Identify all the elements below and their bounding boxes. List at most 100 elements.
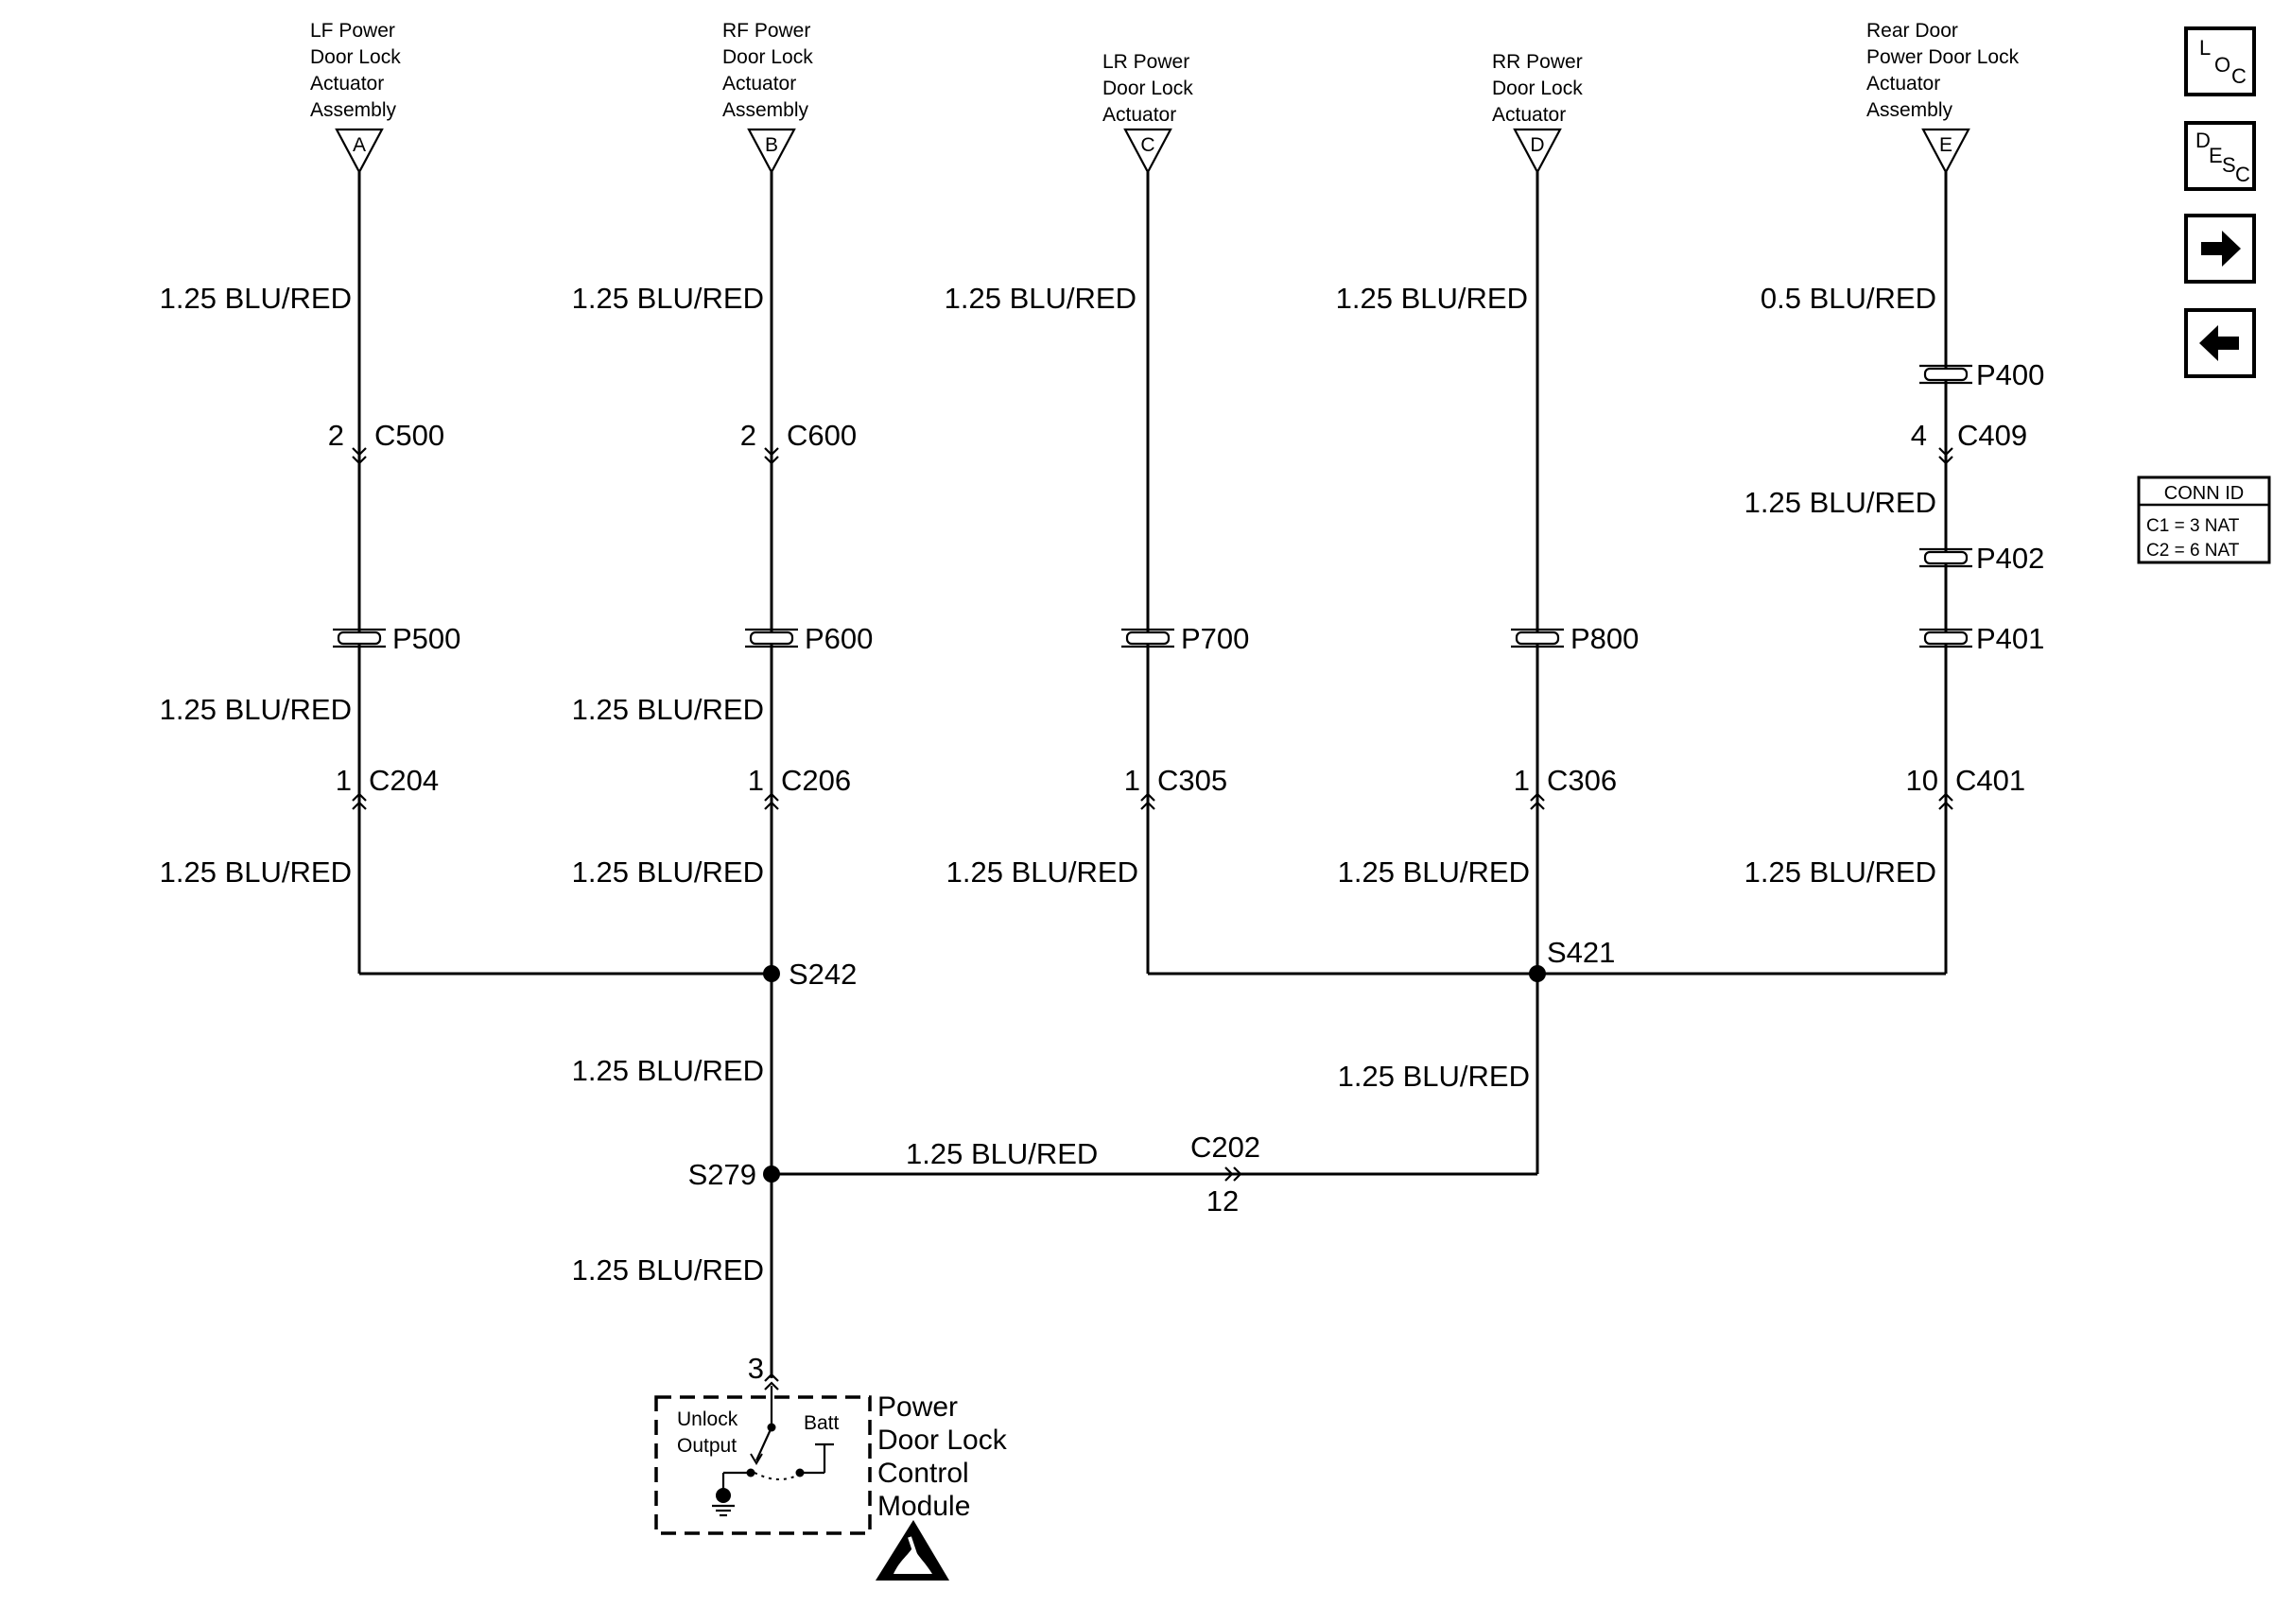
batt-label: Batt bbox=[804, 1412, 840, 1434]
wire-label: 1.25 BLU/RED bbox=[160, 855, 352, 889]
harness-tri bbox=[335, 128, 384, 175]
desc-letter: S bbox=[2222, 153, 2236, 177]
module-name-line: Door Lock bbox=[877, 1425, 1008, 1456]
description-button[interactable]: D E S C bbox=[2184, 121, 2256, 191]
wire-label: 1.25 BLU/RED bbox=[572, 282, 764, 315]
desc-letter: D bbox=[2195, 129, 2211, 152]
connector-id: C202 bbox=[1190, 1131, 1260, 1164]
desc-letter: C bbox=[2235, 163, 2250, 186]
connector-id: C500 bbox=[374, 419, 444, 452]
harness-letter: B bbox=[765, 134, 778, 156]
passthrough-p400: P400 bbox=[1917, 358, 2044, 391]
connector-pin: 10 bbox=[1906, 764, 1938, 797]
next-button[interactable] bbox=[2184, 214, 2256, 284]
wire-label: 1.25 BLU/RED bbox=[906, 1137, 1098, 1170]
harness-tri bbox=[747, 128, 796, 175]
connector-labels: 2 C500 2 C600 4 C409 1 C204 1 C206 1 C30… bbox=[328, 419, 2027, 1385]
passthrough-p401: P401 bbox=[1917, 622, 2044, 655]
component-label-line: Door Lock bbox=[1492, 78, 1583, 99]
wire-label: 1.25 BLU/RED bbox=[1338, 1060, 1530, 1093]
esd-warning-icon bbox=[876, 1520, 949, 1581]
description-icon: D E S C bbox=[2195, 129, 2250, 186]
harness-letter: E bbox=[1939, 134, 1952, 156]
loc-letter: C bbox=[2231, 64, 2247, 88]
splice-s421: S421 bbox=[1529, 936, 1615, 982]
splice-s242: S242 bbox=[763, 958, 857, 991]
passthrough-p600: P600 bbox=[743, 622, 873, 655]
connector-pin: 3 bbox=[748, 1352, 764, 1385]
wire-label: 1.25 BLU/RED bbox=[160, 693, 352, 726]
component-label-line: Actuator bbox=[722, 73, 796, 95]
wire-paths bbox=[357, 172, 1948, 1378]
arrow-right-icon bbox=[2201, 231, 2241, 267]
passthrough-p500: P500 bbox=[331, 622, 460, 655]
component-label-line: Assembly bbox=[722, 99, 809, 121]
previous-button[interactable] bbox=[2184, 308, 2256, 378]
connector-pin: 1 bbox=[336, 764, 352, 797]
component-lr-actuator: LR Power Door Lock Actuator C bbox=[1102, 51, 1193, 175]
unlock-label: Unlock bbox=[677, 1408, 738, 1430]
wire-labels: 1.25 BLU/RED 1.25 BLU/RED 1.25 BLU/RED 1… bbox=[160, 282, 1936, 1287]
component-label-line: Actuator bbox=[1492, 104, 1566, 126]
location-icon: L O C bbox=[2199, 36, 2247, 88]
wire-label: 1.25 BLU/RED bbox=[572, 1253, 764, 1287]
wire-label: 1.25 BLU/RED bbox=[945, 282, 1136, 315]
splice-label: S242 bbox=[789, 958, 857, 991]
splice-label: S421 bbox=[1547, 936, 1615, 969]
harness-letter: A bbox=[353, 134, 366, 156]
passthrough-label: P600 bbox=[805, 622, 873, 655]
passthrough-p700: P700 bbox=[1119, 622, 1249, 655]
passthrough-label: P800 bbox=[1570, 622, 1639, 655]
connector-id: C306 bbox=[1547, 764, 1617, 797]
conn-id-row: C2 = 6 NAT bbox=[2146, 541, 2240, 561]
harness-tri bbox=[1921, 128, 1970, 175]
desc-letter: E bbox=[2209, 144, 2223, 167]
control-module: Unlock Output Batt bbox=[654, 1386, 872, 1535]
component-label-line: Rear Door bbox=[1866, 20, 1958, 42]
component-label-line: RF Power bbox=[722, 20, 810, 42]
connector-id: C409 bbox=[1957, 419, 2027, 452]
module-outline bbox=[654, 1395, 872, 1535]
arrow-left-icon bbox=[2199, 325, 2239, 361]
harness-tri bbox=[1123, 128, 1172, 175]
splice-label: S279 bbox=[688, 1158, 756, 1191]
location-button[interactable]: L O C bbox=[2184, 26, 2256, 96]
passthrough-label: P500 bbox=[392, 622, 460, 655]
passthrough-label: P401 bbox=[1976, 622, 2044, 655]
conn-id-table: CONN ID C1 = 3 NAT C2 = 6 NAT bbox=[2137, 475, 2271, 564]
component-label-line: LR Power bbox=[1102, 51, 1189, 73]
connector-symbols bbox=[351, 446, 1954, 1391]
wire-label: 1.25 BLU/RED bbox=[1338, 855, 1530, 889]
component-rr-actuator: RR Power Door Lock Actuator D bbox=[1492, 51, 1583, 175]
harness-letter: C bbox=[1140, 134, 1154, 156]
passthrough-p402: P402 bbox=[1917, 542, 2044, 575]
passthrough-label: P400 bbox=[1976, 358, 2044, 391]
splice-s279: S279 bbox=[688, 1158, 780, 1191]
passthrough-p800: P800 bbox=[1509, 622, 1639, 655]
wire-label: 1.25 BLU/RED bbox=[946, 855, 1138, 889]
connector-pin: 12 bbox=[1206, 1184, 1239, 1218]
connector-id: C204 bbox=[369, 764, 439, 797]
connector-pin: 1 bbox=[1124, 764, 1140, 797]
connector-id: C305 bbox=[1157, 764, 1227, 797]
harness-tri bbox=[1513, 128, 1562, 175]
loc-letter: O bbox=[2214, 53, 2230, 77]
module-name-line: Power bbox=[877, 1391, 958, 1423]
wire-label: 1.25 BLU/RED bbox=[1336, 282, 1528, 315]
module-name: Power Door Lock Control Module bbox=[877, 1391, 1008, 1522]
component-label-line: Assembly bbox=[1866, 99, 1953, 121]
passthrough-label: P700 bbox=[1181, 622, 1249, 655]
module-name-line: Module bbox=[877, 1491, 970, 1522]
component-label-line: LF Power bbox=[310, 20, 395, 42]
connector-id: C401 bbox=[1955, 764, 2025, 797]
unlock-label: Output bbox=[677, 1435, 737, 1457]
wire-label: 1.25 BLU/RED bbox=[1744, 855, 1936, 889]
conn-id-row: C1 = 3 NAT bbox=[2146, 516, 2240, 536]
module-name-line: Control bbox=[877, 1458, 969, 1489]
conn-id-title: CONN ID bbox=[2164, 483, 2244, 504]
component-rear-door-actuator: Rear Door Power Door Lock Actuator Assem… bbox=[1866, 20, 2020, 175]
loc-letter: L bbox=[2199, 36, 2211, 60]
component-lf-actuator: LF Power Door Lock Actuator Assembly A bbox=[310, 20, 401, 175]
wire-label: 1.25 BLU/RED bbox=[1744, 486, 1936, 519]
